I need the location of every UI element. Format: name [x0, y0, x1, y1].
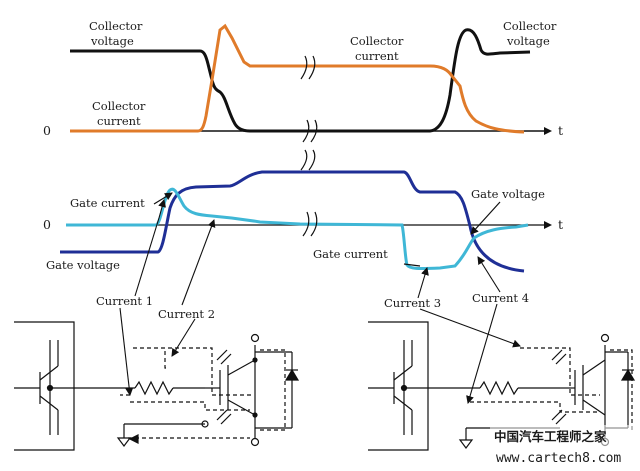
left-gate-drive-circuit	[14, 321, 300, 451]
middle-axis-break-mark	[300, 149, 318, 237]
watermark: 中国汽车工程师之家 www.cartech8.com	[490, 425, 640, 469]
current-2-to-circuit-arrow	[171, 318, 196, 357]
gate-current-label-left: Gate current	[70, 196, 145, 210]
collector-current-trace	[70, 23, 525, 134]
gate-current-pointer-arrow	[153, 192, 173, 205]
top-time-label: t	[558, 123, 563, 138]
watermark-url: www.cartech8.com	[496, 451, 621, 466]
middle-time-axis-arrow-icon	[544, 221, 552, 229]
gate-voltage-trace	[60, 170, 525, 273]
collector-current-label-left: Collector	[92, 99, 146, 113]
collector-voltage-label-right: voltage	[506, 34, 550, 48]
current-3-arrow	[417, 267, 429, 299]
current-1-label: Current 1	[96, 294, 153, 308]
gate-current-trace	[66, 187, 529, 271]
middle-time-label: t	[558, 217, 563, 232]
current-4-to-circuit-arrow	[466, 303, 498, 404]
collector-voltage-label-left: voltage	[90, 34, 134, 48]
current-callouts	[119, 199, 521, 404]
current-2-arrow	[181, 219, 216, 306]
watermark-title: 中国汽车工程师之家	[494, 429, 607, 444]
current-1-arrow	[134, 199, 166, 297]
collector-waveform-panel: 0 t Collector voltage Collector current …	[43, 19, 563, 143]
current-3-label: Current 3	[384, 296, 441, 310]
current-4-label: Current 4	[472, 291, 529, 305]
collector-current-label-mid: current	[355, 49, 399, 63]
gate-waveform-panel: 0 t Gate current Gate voltage Gate curre…	[43, 149, 563, 273]
collector-voltage-label-right: Collector	[503, 19, 557, 33]
top-time-axis-arrow-icon	[544, 127, 552, 135]
collector-voltage-label-left: Collector	[89, 19, 143, 33]
top-zero-label: 0	[43, 123, 51, 138]
collector-current-label-left: current	[97, 114, 141, 128]
gate-voltage-label-right: Gate voltage	[471, 187, 545, 201]
gate-current-label-right: Gate current	[313, 247, 388, 261]
middle-zero-label: 0	[43, 217, 51, 232]
current-1-to-circuit-arrow	[119, 307, 134, 396]
gate-current-right-pointer-arrow	[403, 263, 421, 267]
top-axis-break-mark	[300, 55, 318, 143]
collector-current-label-mid: Collector	[350, 34, 404, 48]
gate-voltage-pointer-arrow	[470, 201, 501, 235]
gate-voltage-label-left: Gate voltage	[46, 258, 120, 272]
current-3-to-circuit-arrow	[419, 308, 521, 348]
current-2-label: Current 2	[158, 307, 215, 321]
current-4-arrow	[477, 256, 501, 293]
